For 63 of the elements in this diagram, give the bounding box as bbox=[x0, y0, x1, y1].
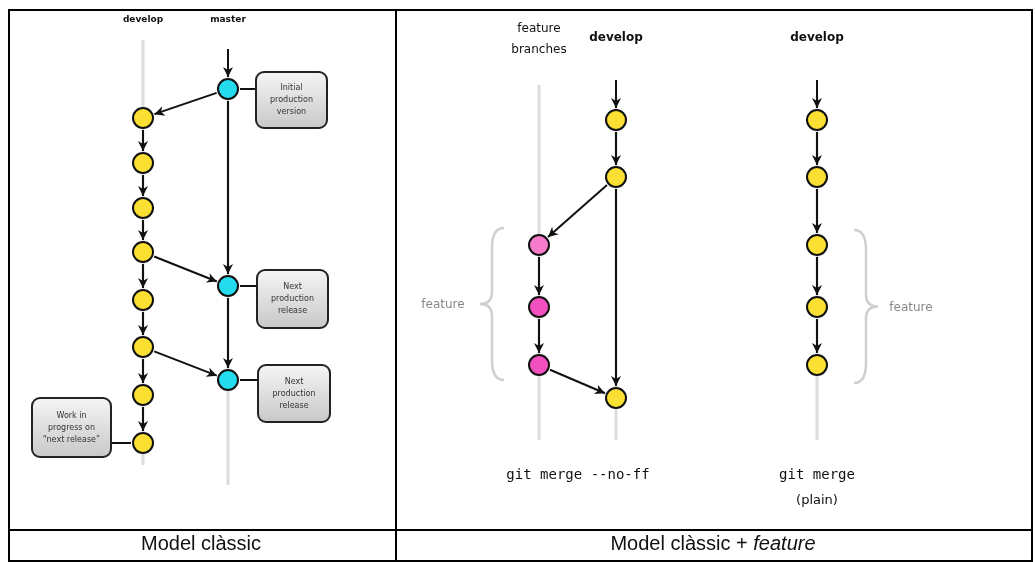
arrow bbox=[812, 318, 822, 354]
commit-circle bbox=[132, 152, 154, 174]
commit-circle bbox=[806, 166, 828, 188]
arrow bbox=[611, 188, 621, 387]
commit-circle bbox=[806, 354, 828, 376]
arrow bbox=[138, 358, 148, 384]
arrow bbox=[611, 131, 621, 166]
commit-circle bbox=[528, 354, 550, 376]
command-text: git merge --no-ff bbox=[506, 466, 650, 482]
command-text: git merge bbox=[779, 466, 855, 482]
branch-label: feature branches bbox=[510, 20, 568, 58]
arrow bbox=[138, 174, 148, 197]
commit-circle bbox=[132, 289, 154, 311]
arrow bbox=[223, 100, 233, 275]
arrow bbox=[153, 255, 218, 283]
commit-circle bbox=[528, 296, 550, 318]
commit-circle bbox=[132, 384, 154, 406]
arrow bbox=[223, 297, 233, 369]
branch-label: develop bbox=[122, 14, 164, 24]
arrow bbox=[223, 48, 233, 78]
commit-circle bbox=[605, 387, 627, 409]
commit-circle bbox=[528, 234, 550, 256]
arrow bbox=[138, 129, 148, 152]
arrow bbox=[547, 183, 608, 239]
arrow bbox=[812, 79, 822, 109]
arrow bbox=[138, 263, 148, 289]
commit-circle bbox=[132, 241, 154, 263]
commit-circle bbox=[605, 109, 627, 131]
callout-bubble: Initial production version bbox=[255, 71, 328, 129]
arrow bbox=[812, 256, 822, 296]
commit-circle bbox=[132, 336, 154, 358]
arrow bbox=[153, 91, 218, 116]
callout-bubble: Next production release bbox=[257, 364, 331, 423]
note-text: (plain) bbox=[796, 492, 838, 507]
callout-bubble: Next production release bbox=[256, 269, 329, 329]
branch-label: develop bbox=[790, 30, 844, 44]
arrow bbox=[812, 188, 822, 234]
brace-label: feature bbox=[421, 297, 465, 311]
cell-caption: Model clàssic bbox=[141, 532, 261, 555]
commit-circle bbox=[132, 432, 154, 454]
commit-circle bbox=[217, 78, 239, 100]
arrow bbox=[534, 318, 544, 354]
arrow bbox=[812, 131, 822, 166]
commit-circle bbox=[806, 109, 828, 131]
arrow bbox=[611, 79, 621, 109]
cell-caption: Model clàssic + feature bbox=[610, 532, 816, 555]
arrow bbox=[138, 219, 148, 241]
arrow bbox=[534, 256, 544, 296]
commit-circle bbox=[132, 197, 154, 219]
commit-circle bbox=[132, 107, 154, 129]
commit-circle bbox=[806, 234, 828, 256]
callout-bubble: Work in progress on “next release” bbox=[31, 397, 112, 458]
branch-label: develop bbox=[589, 30, 643, 44]
arrow bbox=[153, 350, 218, 377]
arrow bbox=[549, 368, 606, 395]
branch-label: master bbox=[210, 14, 246, 24]
commit-circle bbox=[806, 296, 828, 318]
arrow bbox=[138, 406, 148, 432]
arrow bbox=[138, 311, 148, 336]
commit-circle bbox=[217, 369, 239, 391]
commit-circle bbox=[605, 166, 627, 188]
brace-label: feature bbox=[889, 300, 933, 314]
commit-circle bbox=[217, 275, 239, 297]
